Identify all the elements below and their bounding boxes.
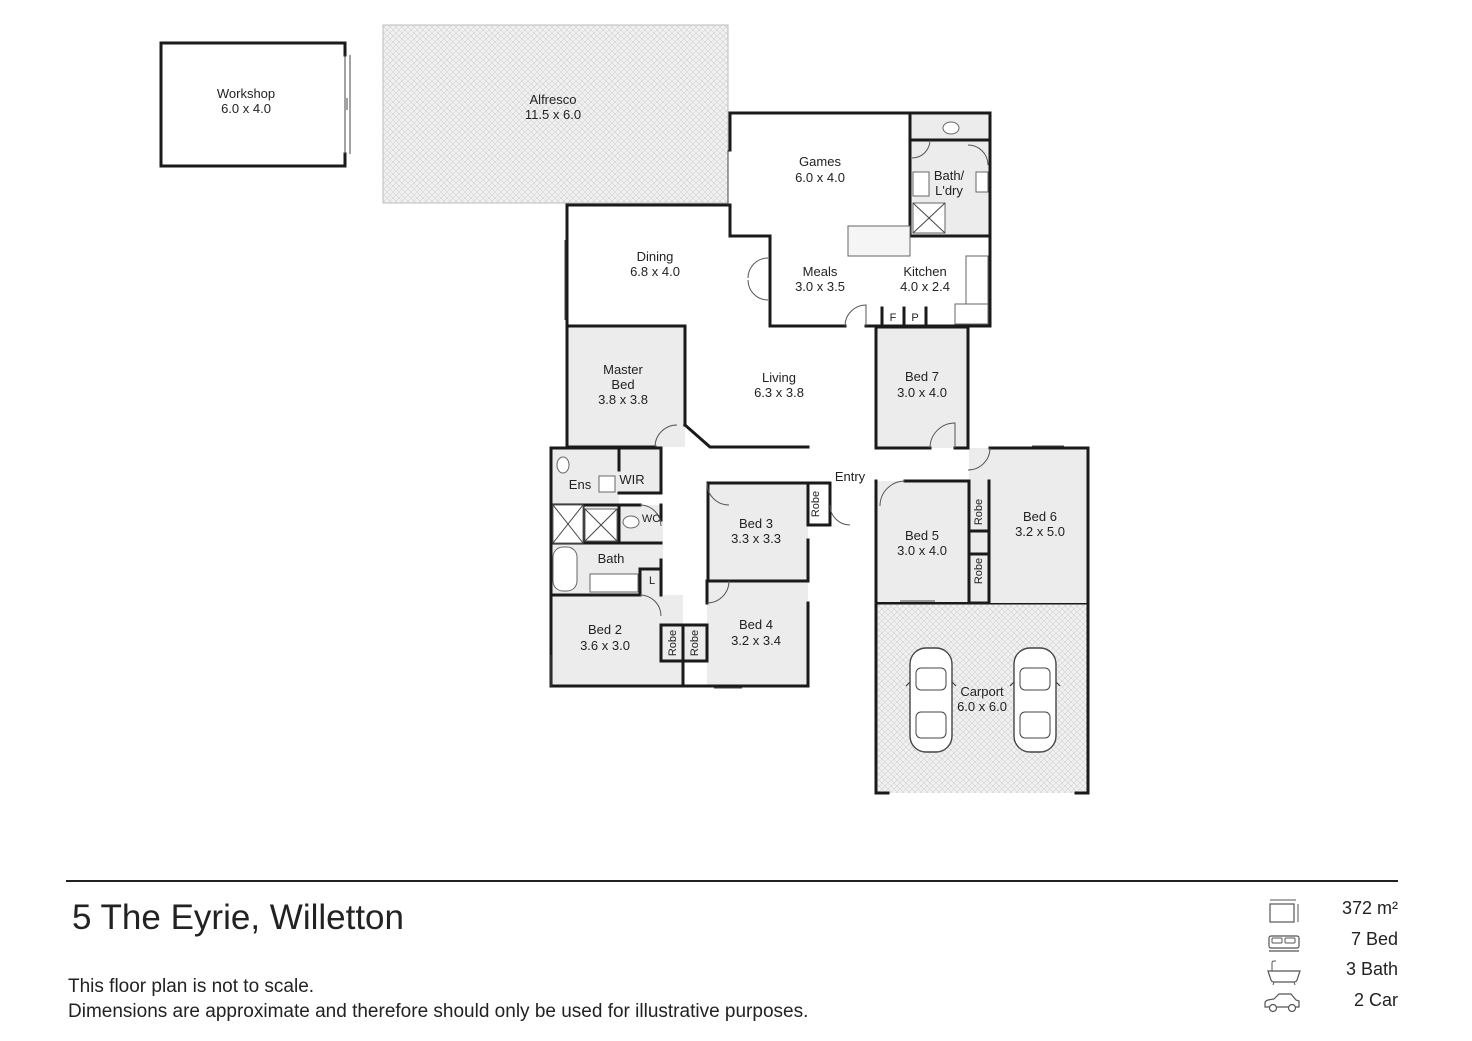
bed7-dims: 3.0 x 4.0 bbox=[897, 385, 947, 400]
area-value: 372 m² bbox=[1341, 898, 1398, 918]
alfresco-area bbox=[382, 24, 729, 204]
robe-bed3-label: Robe bbox=[810, 491, 822, 517]
car-icon bbox=[1264, 992, 1300, 1012]
pantry-label: P bbox=[911, 312, 918, 324]
property-stats: 372 m² 7 Bed 3 Bath 2 Car bbox=[1262, 896, 1398, 1018]
fixtures bbox=[552, 121, 989, 593]
disclaimer-line-1: This floor plan is not to scale. bbox=[68, 976, 315, 997]
baths-value: 3 Bath bbox=[1345, 959, 1398, 979]
car-icon bbox=[905, 647, 957, 753]
stat-baths: 3 Bath bbox=[1262, 957, 1398, 988]
bed3-room bbox=[708, 483, 808, 581]
bed5-dims: 3.0 x 4.0 bbox=[897, 543, 947, 558]
robe-bed4-label: Robe bbox=[689, 630, 701, 656]
bed3-dims: 3.3 x 3.3 bbox=[731, 531, 781, 546]
games-dims: 6.0 x 4.0 bbox=[795, 170, 845, 185]
robe-bed5-upper-label: Robe bbox=[973, 499, 985, 525]
floor-plan: Workshop 6.0 x 4.0 Alfresco 11.5 x 6.0 G… bbox=[159, 24, 1090, 795]
door-swings bbox=[550, 139, 1064, 689]
bed4-label: Bed 4 bbox=[739, 617, 773, 632]
dining-dims: 6.8 x 4.0 bbox=[630, 264, 680, 279]
workshop-dims: 6.0 x 4.0 bbox=[221, 101, 271, 116]
disclaimer-line-2: Dimensions are approximate and therefore… bbox=[68, 1001, 809, 1022]
bed6-label: Bed 6 bbox=[1023, 509, 1057, 524]
stat-cars: 2 Car bbox=[1262, 988, 1398, 1019]
carport-label: Carport bbox=[960, 684, 1004, 699]
robe-bed5-lower-label: Robe bbox=[973, 558, 985, 584]
alfresco-dims: 11.5 x 6.0 bbox=[525, 107, 581, 122]
meals-dims: 3.0 x 3.5 bbox=[795, 279, 845, 294]
living-dims: 6.3 x 3.8 bbox=[754, 385, 804, 400]
bed5-room bbox=[876, 481, 969, 602]
master-bed-label-2: Bed bbox=[611, 377, 634, 392]
property-address: 5 The Eyrie, Willetton bbox=[72, 898, 404, 937]
living-label: Living bbox=[762, 370, 796, 385]
wc-label: WC bbox=[642, 513, 660, 525]
bath-laundry-label-1: Bath/ bbox=[934, 168, 965, 183]
bed7-room bbox=[876, 327, 968, 448]
meals-label: Meals bbox=[803, 264, 838, 279]
master-bed-room bbox=[567, 326, 685, 447]
bath-laundry-label-2: L'dry bbox=[935, 183, 963, 198]
footer-divider bbox=[66, 880, 1398, 882]
linen-label: L bbox=[649, 575, 655, 587]
games-label: Games bbox=[799, 154, 841, 169]
bathtub-icon bbox=[1267, 960, 1301, 985]
workshop-label: Workshop bbox=[217, 86, 275, 101]
disclaimer: This floor plan is not to scale. Dimensi… bbox=[68, 974, 808, 1024]
stat-beds: 7 Bed bbox=[1262, 927, 1398, 958]
ensuite-label: Ens bbox=[569, 477, 592, 492]
fridge-label: F bbox=[890, 312, 897, 324]
workshop-room bbox=[159, 41, 351, 168]
bed-icon bbox=[1268, 934, 1300, 952]
beds-value: 7 Bed bbox=[1350, 928, 1398, 949]
bed3-label: Bed 3 bbox=[739, 516, 773, 531]
stat-area: 372 m² bbox=[1262, 896, 1398, 927]
kitchen-dims: 4.0 x 2.4 bbox=[900, 279, 950, 294]
wir-label: WIR bbox=[619, 472, 644, 487]
robe-bed2-label: Robe bbox=[667, 630, 679, 656]
car-icon bbox=[1009, 647, 1061, 753]
bed5-label: Bed 5 bbox=[905, 528, 939, 543]
bed4-dims: 3.2 x 3.4 bbox=[731, 633, 781, 648]
carport-dims: 6.0 x 6.0 bbox=[957, 699, 1007, 714]
master-bed-dims: 3.8 x 3.8 bbox=[598, 392, 648, 407]
walls bbox=[549, 111, 1090, 688]
kitchen-label: Kitchen bbox=[903, 264, 946, 279]
bed2-dims: 3.6 x 3.0 bbox=[580, 638, 630, 653]
bed6-dims: 3.2 x 5.0 bbox=[1015, 524, 1065, 539]
entry-label: Entry bbox=[835, 469, 866, 484]
master-bed-label-1: Master bbox=[603, 362, 643, 377]
bed4-room bbox=[707, 581, 808, 686]
area-icon bbox=[1269, 899, 1299, 923]
cars-value: 2 Car bbox=[1353, 989, 1398, 1010]
wir-room bbox=[619, 448, 661, 493]
dining-label: Dining bbox=[637, 249, 674, 264]
bed2-label: Bed 2 bbox=[588, 622, 622, 637]
bed7-label: Bed 7 bbox=[905, 369, 939, 384]
alfresco-label: Alfresco bbox=[530, 92, 577, 107]
bath-label: Bath bbox=[598, 551, 625, 566]
